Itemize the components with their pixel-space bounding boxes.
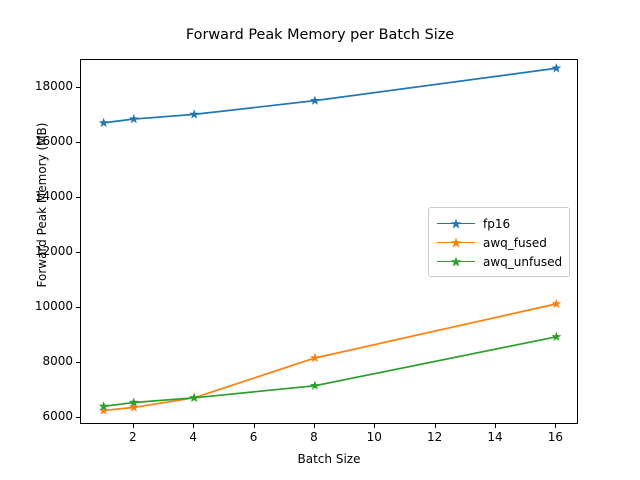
y-tickmark [76,416,80,418]
data-point-marker [309,380,320,390]
x-tick-label: 10 [366,430,382,444]
series-line [103,303,557,412]
data-point-marker [128,402,139,412]
plot-area [80,59,578,424]
series-awq_unfused [98,331,562,411]
y-tick-label: 10000 [34,299,73,313]
x-tickmark [132,424,134,428]
x-tickmark [555,424,557,428]
data-point-marker [551,331,562,342]
x-tickmark [434,424,436,428]
series-line [103,67,557,124]
y-tick-label: 12000 [34,244,73,259]
y-tick-label: 8000 [42,353,73,368]
legend-swatch-line-marker-icon [437,256,475,268]
data-point-marker [128,113,139,124]
legend-label-awq-unfused: awq_unfused [483,254,563,269]
legend-swatch-line-marker-icon [437,237,475,249]
x-tick-label: 14 [487,430,503,444]
y-tickmark [76,87,80,89]
y-tickmark [76,361,80,364]
x-tick-label: 12 [426,430,443,444]
data-point-marker [189,392,200,403]
legend-item-0[interactable]: fp16 [437,214,561,233]
y-tick-label: 16000 [34,134,73,149]
data-point-marker [98,401,109,411]
data-point-marker [309,95,320,105]
y-tickmark [76,252,80,254]
legend-swatch-line-marker-icon [437,218,475,230]
y-tick-label: 6000 [42,408,73,423]
data-point-marker [551,298,562,309]
data-point-marker [128,397,139,407]
y-tickmark [76,197,80,199]
x-tick-label: 16 [547,430,563,444]
x-tickmark [374,424,376,428]
page-title: Forward Peak Memory per Batch Size [185,27,455,43]
series-awq_fused [98,298,562,415]
x-axis-label: Batch Size [297,452,361,466]
legend-item-2[interactable]: awq_unfused [437,252,563,271]
y-tickmark [76,307,80,309]
x-tick-label: 8 [310,430,318,444]
x-tickmark [253,424,255,428]
legend: fp16 awq_fused awq_unfused [428,207,570,277]
x-tick-label: 6 [249,430,258,444]
data-point-marker [551,63,562,73]
data-point-marker [98,405,109,415]
x-tick-label: 4 [189,430,197,444]
series-fp16 [98,63,562,128]
y-tick-label: 18000 [34,79,73,94]
series-line [103,336,557,408]
legend-item-1[interactable]: awq_fused [437,233,561,252]
data-point-marker [189,109,200,119]
x-tick-label: 2 [128,430,137,444]
data-point-marker [98,117,109,128]
data-point-marker [309,352,320,363]
x-tickmark [193,424,195,428]
y-tick-label: 14000 [34,189,73,204]
legend-label-awq-fused: awq_fused [483,235,547,250]
y-axis-label: Forward Peak Memory (MB) [35,122,49,288]
x-tickmark [495,424,497,428]
y-tickmark [76,142,80,144]
x-tickmark [313,424,315,428]
legend-label-fp16: fp16 [483,216,511,231]
series-canvas [98,63,562,415]
